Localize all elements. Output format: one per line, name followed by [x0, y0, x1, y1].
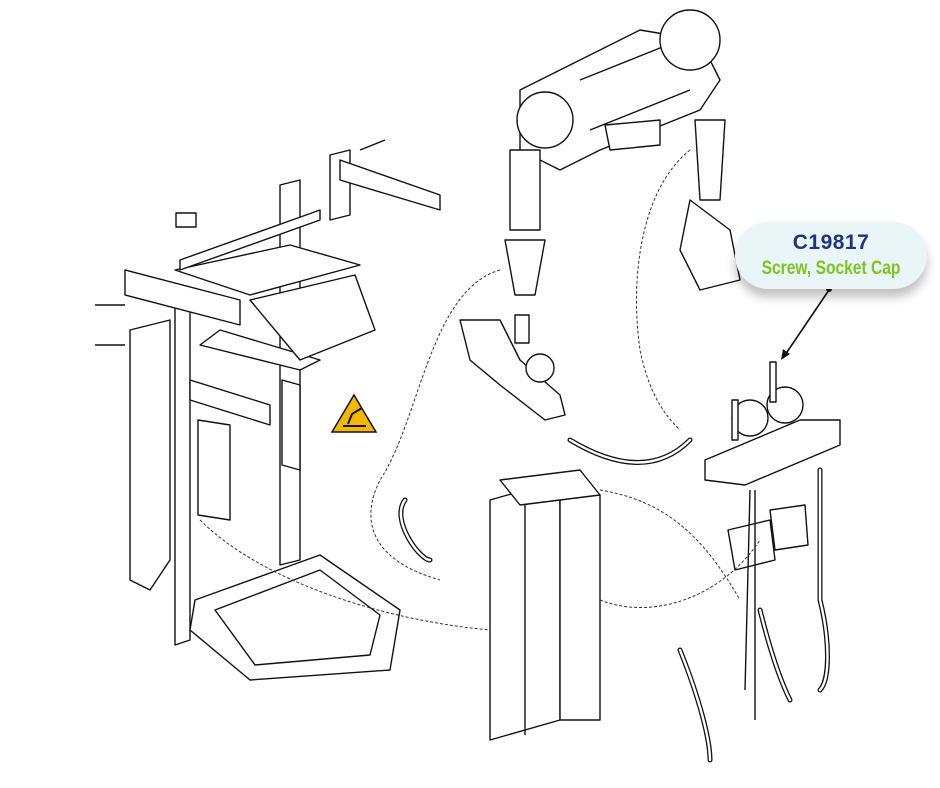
- callout-leader-arrow: [781, 286, 832, 360]
- motor-pump-assembly: [504, 9, 741, 296]
- cart-frame: [95, 139, 441, 681]
- part-description: Screw, Socket Cap: [761, 258, 901, 279]
- part-number: C19817: [792, 231, 870, 254]
- manifold-blocks: [489, 469, 601, 741]
- gauge-manifold: [704, 361, 841, 571]
- valve-assembly: [459, 314, 566, 421]
- hot-surface-warning-icon: [330, 393, 378, 433]
- part-callout-tooltip: C19817 Screw, Socket Cap: [735, 222, 927, 289]
- hoses: [199, 149, 830, 763]
